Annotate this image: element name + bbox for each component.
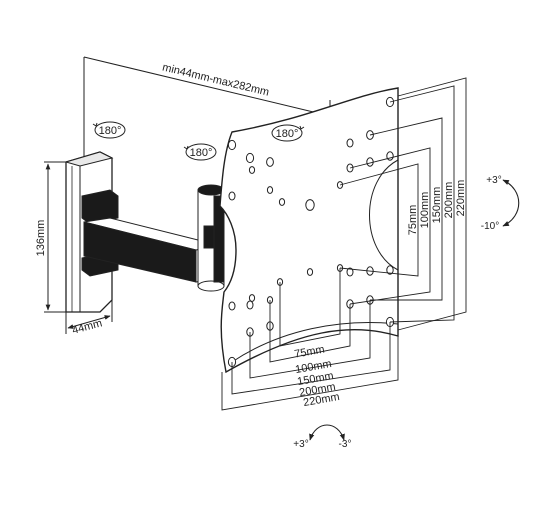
rotation-label-plate: 180° bbox=[276, 128, 299, 140]
vesa-horizontal-dimensions bbox=[221, 268, 399, 411]
rotation-badge-arm bbox=[183, 143, 217, 161]
horizontal-tilt-indicator bbox=[309, 424, 345, 441]
rotation-label-arm: 180° bbox=[190, 147, 213, 159]
tv-mounting-plate bbox=[219, 87, 399, 374]
vesa-v-200: 200mm bbox=[443, 182, 455, 219]
vesa-v-100: 100mm bbox=[419, 192, 431, 229]
wall-plate-height-dimension bbox=[44, 161, 66, 313]
tilt-right-label: -3° bbox=[339, 439, 352, 450]
vesa-vertical-dimensions bbox=[339, 77, 467, 331]
swivel-arm bbox=[81, 184, 225, 292]
tilt-down-label: -10° bbox=[481, 221, 499, 232]
rotation-label-wall: 180° bbox=[99, 125, 122, 137]
rotation-badge-plate bbox=[271, 124, 305, 142]
vesa-v-220: 220mm bbox=[455, 180, 467, 217]
vesa-v-75: 75mm bbox=[407, 205, 419, 236]
depth-range-label: min44mm-max282mm bbox=[161, 61, 270, 98]
vesa-v-150: 150mm bbox=[431, 187, 443, 224]
rotation-badge-wall bbox=[92, 121, 126, 139]
wall-plate-width-label: 44mm bbox=[71, 317, 104, 337]
wall-plate-height-label: 136mm bbox=[35, 220, 47, 257]
wall-plate-width-dimension bbox=[65, 300, 113, 334]
vertical-tilt-indicator bbox=[502, 179, 520, 227]
vesa-h-75: 75mm bbox=[293, 343, 325, 360]
tilt-up-label: +3° bbox=[486, 175, 501, 186]
tilt-left-label: +3° bbox=[293, 439, 308, 450]
